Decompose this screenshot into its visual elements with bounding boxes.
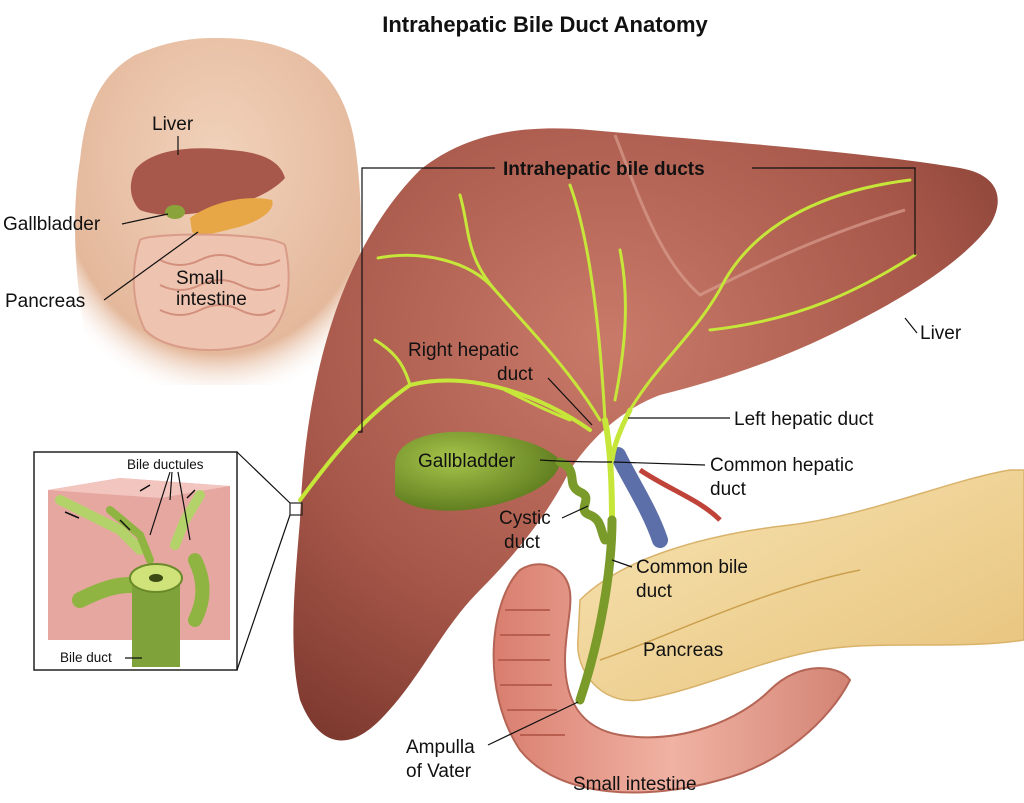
micro-label-bile-ductules: Bile ductules: [127, 457, 204, 472]
labels: Intrahepatic bile ducts Liver Right hepa…: [358, 159, 962, 795]
cystic-duct: [555, 457, 610, 545]
label-common-hepatic-1: Common hepatic: [710, 455, 854, 476]
portal-vein: [610, 447, 668, 548]
label-right-hepatic-1: Right hepatic: [408, 340, 519, 361]
body-label-liver: Liver: [152, 114, 194, 135]
body-label-pancreas: Pancreas: [5, 291, 85, 312]
micro-inset: Bile ductules Bile duct: [33, 451, 303, 671]
zoom-marker: [289, 502, 303, 516]
body-pancreas: [190, 198, 273, 235]
liver-ligament: [613, 134, 906, 297]
label-pancreas: Pancreas: [643, 640, 723, 661]
label-gallbladder: Gallbladder: [418, 451, 516, 472]
body-label-gallbladder: Gallbladder: [3, 214, 101, 235]
intestine-folds: [159, 254, 281, 316]
hepatic-artery: [638, 467, 722, 522]
body-liver: [130, 148, 285, 215]
label-common-bile-1: Common bile: [636, 557, 748, 578]
label-common-bile-2: duct: [636, 581, 673, 602]
main-anatomy: [293, 128, 1024, 794]
small-intestine: [492, 563, 852, 794]
liver: [293, 128, 998, 741]
label-left-hepatic: Left hepatic duct: [734, 409, 874, 430]
label-ampulla-2: of Vater: [406, 761, 472, 782]
body-label-intestine: intestine: [176, 289, 247, 310]
diagram-title: Intrahepatic Bile Duct Anatomy: [382, 12, 708, 37]
label-intrahepatic-bile-ducts: Intrahepatic bile ducts: [503, 159, 705, 180]
label-cystic-1: Cystic: [499, 508, 551, 529]
label-right-hepatic-2: duct: [497, 364, 534, 385]
label-cystic-2: duct: [504, 532, 541, 553]
pancreatic-duct: [599, 569, 861, 661]
label-liver: Liver: [920, 323, 962, 344]
micro-label-bile-duct: Bile duct: [60, 650, 112, 665]
body-gallbladder: [165, 205, 185, 219]
label-ampulla-1: Ampulla: [406, 737, 475, 758]
label-small-intestine: Small intestine: [573, 774, 697, 795]
label-common-hepatic-2: duct: [710, 479, 747, 500]
gallbladder: [395, 431, 560, 511]
body-label-small: Small: [176, 268, 224, 289]
intestine-folds-main: [498, 609, 565, 736]
common-bile-duct: [575, 515, 617, 705]
body-inset: Liver Gallbladder Small intestine Pancre…: [3, 38, 361, 385]
